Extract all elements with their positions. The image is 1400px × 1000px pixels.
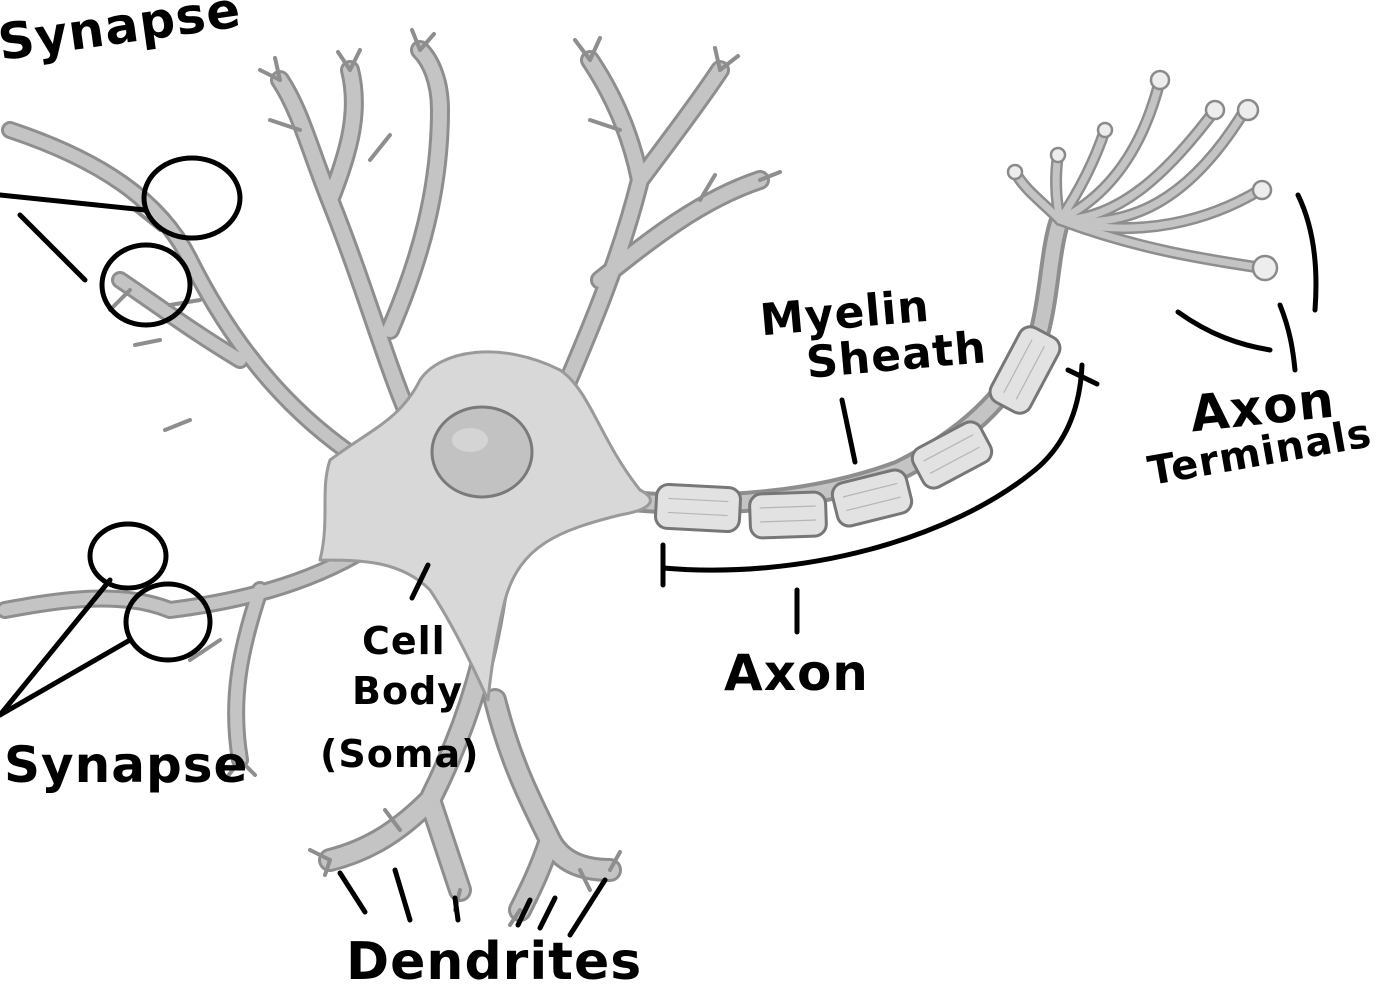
synapse-circles: [87, 155, 243, 663]
myelin-sheath-segments: [654, 325, 1062, 540]
cell-body-label-line2: Body: [352, 669, 464, 713]
dendrite-branches: [0, 28, 782, 927]
cell-body-label-line3: (Soma): [320, 732, 480, 776]
synapse-bottom-label: Synapse: [4, 736, 249, 794]
leader-lines: [0, 192, 1319, 938]
axon-label: Axon: [724, 644, 869, 702]
dendrites-label: Dendrites: [346, 932, 643, 992]
axon-terminal-branches: [1006, 69, 1279, 282]
cell-body-label-line1: Cell: [362, 619, 446, 663]
cell-body-shape: [318, 350, 652, 702]
